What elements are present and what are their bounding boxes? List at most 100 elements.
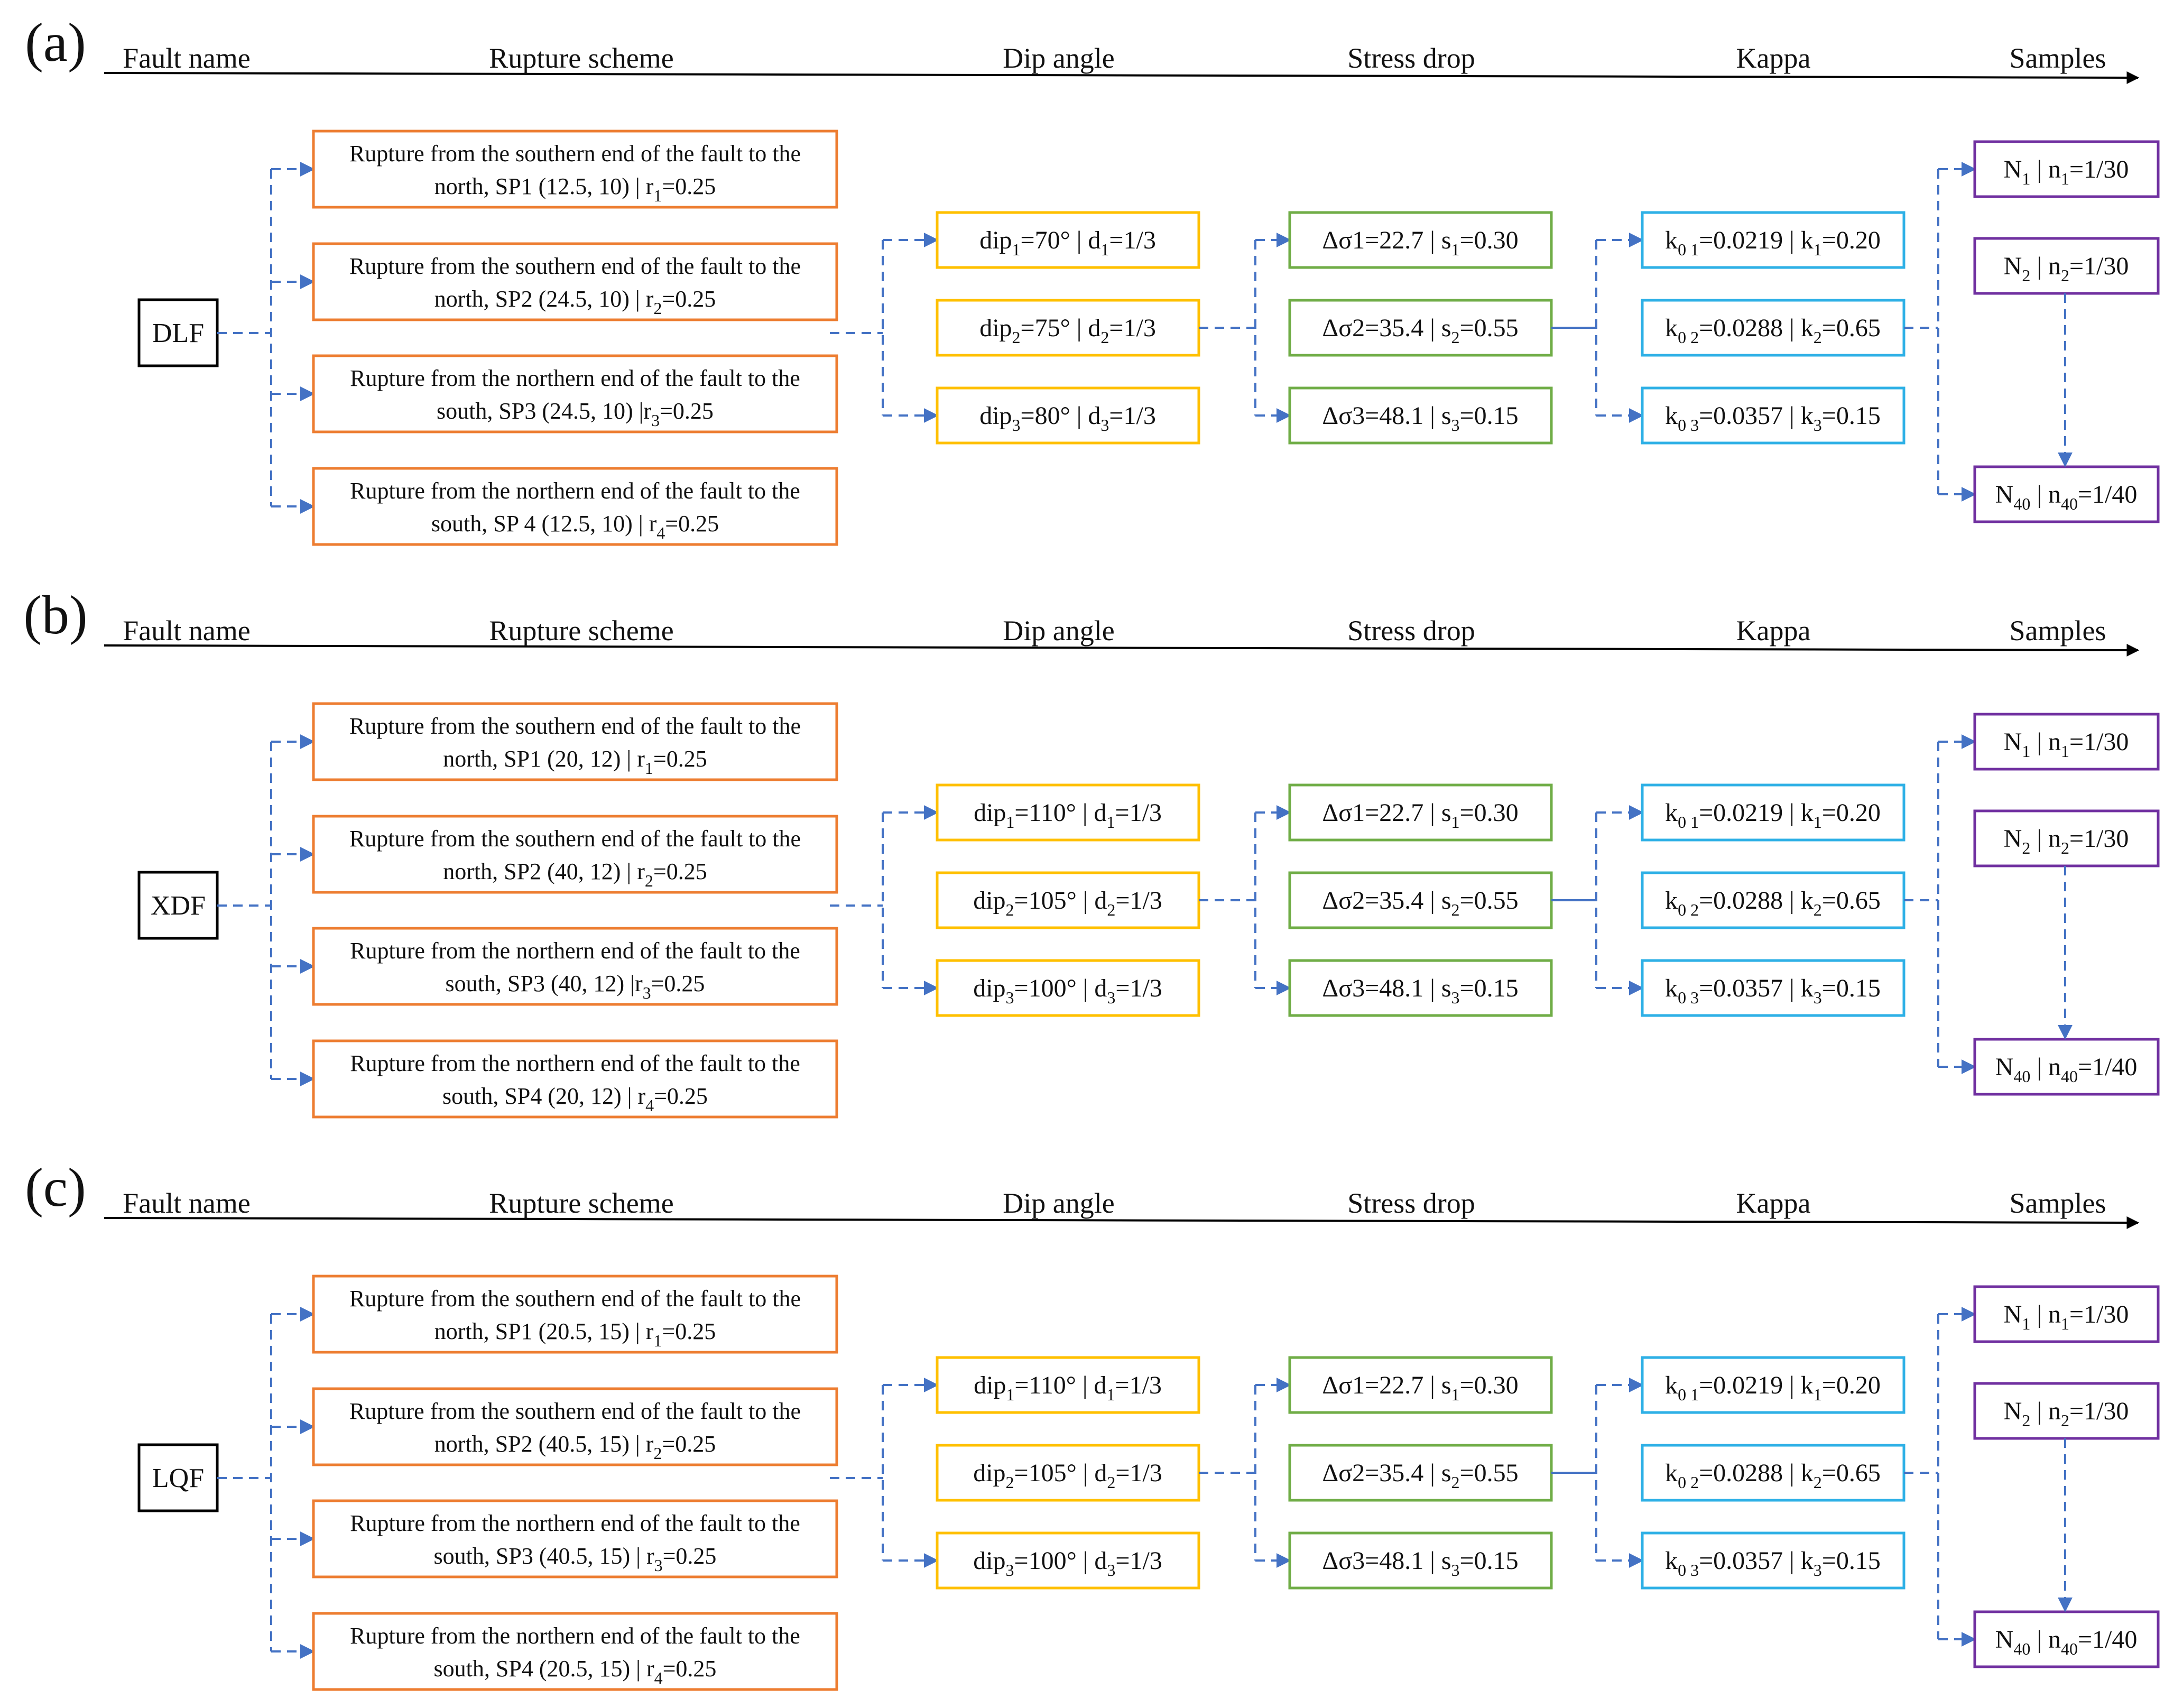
kappa-label: k0 2=0.0288 | k2=0.65	[1665, 314, 1881, 347]
sample-box	[1973, 237, 2160, 295]
kappa-box	[1641, 211, 1906, 269]
rupture-text-line1: Rupture from the northern end of the fau…	[350, 1510, 800, 1536]
fault-name: XDF	[151, 891, 206, 921]
stress-label: Δσ2=35.4 | s2=0.55	[1322, 314, 1518, 347]
column-header-stress-drop: Stress drop	[1347, 42, 1475, 74]
rupture-box	[312, 702, 838, 781]
sample-box	[1973, 140, 2160, 198]
sample-label: N1 | n1=1/30	[2004, 155, 2129, 189]
column-header-stress-drop: Stress drop	[1347, 1187, 1475, 1219]
rupture-text-line2: north, SP2 (40, 12) | r2=0.25	[443, 858, 707, 891]
stress-label: Δσ3=48.1 | s3=0.15	[1322, 974, 1518, 1008]
sample-label: N40 | n40=1/40	[1995, 1626, 2138, 1659]
column-header-dip-angle: Dip angle	[1003, 615, 1114, 647]
stress-box	[1288, 211, 1553, 269]
sample-label: N40 | n40=1/40	[1995, 481, 2138, 514]
dip-box	[936, 1531, 1200, 1590]
rupture-box	[312, 815, 838, 894]
rupture-text-line1: Rupture from the southern end of the fau…	[349, 141, 801, 167]
rupture-text-line2: north, SP1 (20.5, 15) | r1=0.25	[434, 1318, 716, 1351]
sample-box	[1973, 465, 2160, 523]
rupture-box	[312, 1275, 838, 1354]
column-header-kappa: Kappa	[1736, 1187, 1811, 1219]
kappa-label: k0 1=0.0219 | k1=0.20	[1665, 799, 1881, 832]
stress-label: Δσ2=35.4 | s2=0.55	[1322, 1459, 1518, 1492]
rupture-text-line1: Rupture from the southern end of the fau…	[349, 1286, 801, 1312]
kappa-label: k0 2=0.0288 | k2=0.65	[1665, 1459, 1881, 1492]
kappa-label: k0 3=0.0357 | k3=0.15	[1665, 402, 1881, 435]
kappa-box	[1641, 783, 1906, 842]
column-header-kappa: Kappa	[1736, 42, 1811, 74]
rupture-text-line1: Rupture from the southern end of the fau…	[349, 1398, 801, 1424]
column-header-fault-name: Fault name	[123, 42, 250, 74]
fault-box	[137, 871, 219, 940]
rupture-text-line2: north, SP2 (40.5, 15) | r2=0.25	[434, 1431, 716, 1463]
column-header-dip-angle: Dip angle	[1003, 42, 1114, 74]
rupture-box	[312, 927, 838, 1006]
kappa-box	[1641, 1356, 1906, 1414]
rupture-text-line1: Rupture from the southern end of the fau…	[349, 713, 801, 739]
stress-label: Δσ1=22.7 | s1=0.30	[1322, 799, 1518, 832]
stress-box	[1288, 299, 1553, 357]
stress-label: Δσ2=35.4 | s2=0.55	[1322, 887, 1518, 920]
dip-label: dip2=75° | d2=1/3	[979, 314, 1156, 347]
rupture-text-line1: Rupture from the northern end of the fau…	[350, 938, 800, 964]
rupture-box	[312, 1612, 838, 1691]
fault-box	[137, 1443, 219, 1512]
kappa-label: k0 2=0.0288 | k2=0.65	[1665, 887, 1881, 920]
rupture-text-line2: south, SP3 (24.5, 10) |r3=0.25	[437, 398, 714, 430]
panel-dlf: (a) Fault name Rupture scheme Dip angle Stre…	[25, 12, 2160, 546]
rupture-text-line2: south, SP4 (20.5, 15) | r4=0.25	[434, 1656, 717, 1688]
dip-box	[936, 783, 1200, 842]
column-header-rupture-scheme: Rupture scheme	[489, 42, 673, 74]
kappa-box	[1641, 386, 1906, 445]
rupture-box	[312, 130, 838, 209]
rupture-box	[312, 242, 838, 321]
column-header-fault-name: Fault name	[123, 615, 250, 647]
fault-box	[137, 298, 219, 367]
stress-box	[1288, 386, 1553, 445]
column-header-fault-name: Fault name	[123, 1187, 250, 1219]
rupture-text-line1: Rupture from the southern end of the fau…	[349, 253, 801, 279]
stress-label: Δσ3=48.1 | s3=0.15	[1322, 402, 1518, 435]
rupture-text-line1: Rupture from the northern end of the fau…	[350, 1623, 800, 1649]
sample-box	[1973, 1610, 2160, 1668]
stress-box	[1288, 1444, 1553, 1502]
dip-box	[936, 871, 1200, 929]
rupture-text-line1: Rupture from the northern end of the fau…	[350, 478, 800, 504]
sample-label: N2 | n2=1/30	[2004, 825, 2129, 858]
panel-label: (c)	[25, 1157, 86, 1218]
fault-name: LQF	[152, 1463, 204, 1493]
rupture-text-line2: north, SP1 (20, 12) | r1=0.25	[443, 746, 707, 778]
sample-box	[1973, 1285, 2160, 1343]
rupture-box	[312, 1039, 838, 1119]
column-header-rupture-scheme: Rupture scheme	[489, 1187, 673, 1219]
kappa-label: k0 1=0.0219 | k1=0.20	[1665, 226, 1881, 260]
dip-label: dip2=105° | d2=1/3	[973, 887, 1162, 920]
rupture-text-line1: Rupture from the northern end of the fau…	[350, 1050, 800, 1076]
sample-label: N1 | n1=1/30	[2004, 728, 2129, 761]
stress-box	[1288, 1531, 1553, 1590]
sample-label: N40 | n40=1/40	[1995, 1053, 2138, 1086]
sample-label: N2 | n2=1/30	[2004, 252, 2129, 285]
dip-label: dip1=70° | d1=1/3	[979, 226, 1156, 260]
dip-label: dip1=110° | d1=1/3	[974, 799, 1162, 832]
column-header-kappa: Kappa	[1736, 615, 1811, 647]
dip-box	[936, 1444, 1200, 1502]
dip-box	[936, 1356, 1200, 1414]
dip-label: dip3=100° | d3=1/3	[973, 1547, 1162, 1580]
dip-box	[936, 211, 1200, 269]
sample-label: N1 | n1=1/30	[2004, 1300, 2129, 1334]
dip-label: dip1=110° | d1=1/3	[974, 1371, 1162, 1405]
rupture-box	[312, 467, 838, 546]
stress-box	[1288, 871, 1553, 929]
dip-box	[936, 386, 1200, 445]
kappa-box	[1641, 1531, 1906, 1590]
rupture-text-line2: south, SP3 (40, 12) |r3=0.25	[446, 971, 705, 1003]
dip-box	[936, 299, 1200, 357]
dip-box	[936, 959, 1200, 1017]
kappa-label: k0 1=0.0219 | k1=0.20	[1665, 1371, 1881, 1405]
rupture-box	[312, 354, 838, 433]
panel-label: (a)	[25, 12, 86, 73]
